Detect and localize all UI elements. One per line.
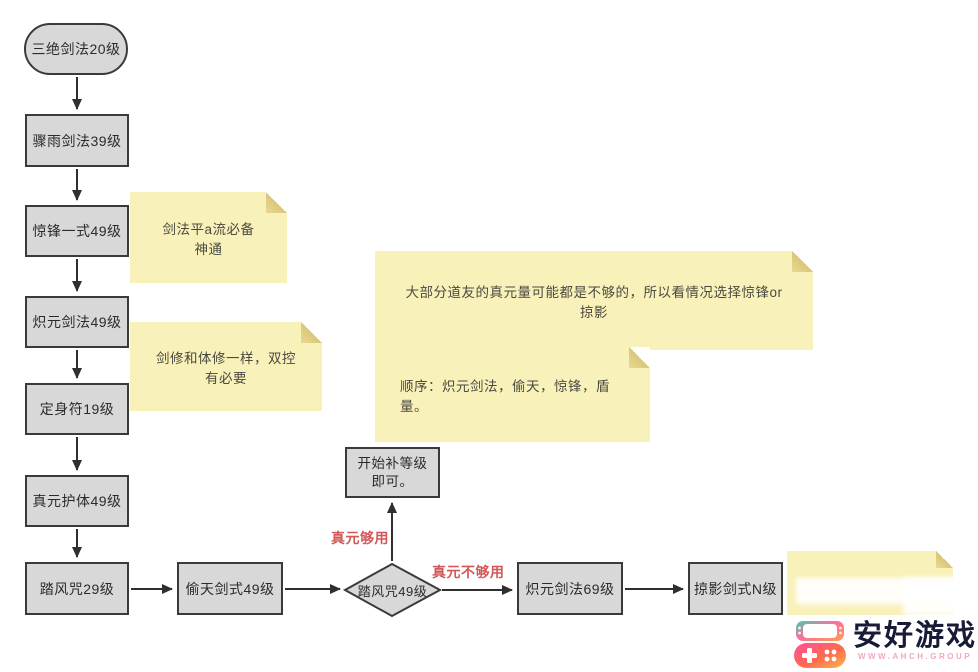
node-label: 三绝剑法20级 [31,41,121,57]
note-text: 剑法平a流必备神通 [162,221,255,257]
watermark-title: 安好游戏 [853,620,978,652]
edge-label-not-enough: 真元不够用 [432,564,505,580]
note-text: 剑修和体修一样，双控有必要 [156,350,296,386]
node-chiyuan-jianfa-49: 炽元剑法49级 [25,296,129,348]
node-label: 定身符19级 [39,401,115,417]
note-dual-control: 剑修和体修一样，双控有必要 [130,322,322,411]
node-dingshenfu: 定身符19级 [25,383,129,435]
note-fold-icon [266,192,287,213]
node-tafengzhou-49-label: 踏风咒49级 [345,564,440,616]
node-label: 真元护体49级 [32,493,122,509]
node-toutian-jianshi: 偷天剑式49级 [177,562,283,615]
note-text: 大部分道友的真元量可能都是不够的，所以看情况选择惊锋or掠影 [405,284,783,320]
note-fold-icon [629,347,650,368]
note-sword-basic: 剑法平a流必备神通 [130,192,287,283]
erased-band [903,578,978,616]
note-fold-icon [301,322,322,343]
decision-diamond [342,562,443,618]
note-text: 顺序：炽元剑法，偷天，惊锋，盾量。 [400,378,610,414]
gamepad-icon [794,621,846,668]
node-label: 掠影剑式N级 [693,580,778,597]
note-fold-icon [936,551,953,568]
node-label: 惊锋一式49级 [32,223,122,239]
node-label: 踏风咒29级 [39,580,115,597]
node-label: 骤雨剑法39级 [32,132,122,149]
edge-label-enough: 真元够用 [331,530,389,546]
node-label: 开始补等级 即可。 [357,455,428,489]
node-label: 炽元剑法49级 [32,314,122,330]
note-zhenyuan-advice: 大部分道友的真元量可能都是不够的，所以看情况选择惊锋or掠影 [375,251,813,350]
node-jingfeng-yishi: 惊锋一式49级 [25,205,129,257]
watermark-subtitle: WWW.AHCH.GROUP [857,652,973,662]
watermark-logo: 安好游戏 WWW.AHCH.GROUP [794,621,977,668]
node-label: 炽元剑法69级 [525,580,615,597]
note-order: 顺序：炽元剑法，偷天，惊锋，盾量。 [375,347,650,442]
flow-arrows [72,77,684,595]
node-label: 偷天剑式49级 [185,580,275,597]
node-zhouyu-jianfa: 骤雨剑法39级 [25,114,129,167]
node-lueying-jianshi: 掠影剑式N级 [688,562,783,615]
node-kaishi-budengji: 开始补等级 即可。 [345,447,440,498]
note-fold-icon [792,251,813,272]
node-tafengzhou-29: 踏风咒29级 [25,562,129,615]
node-zhenyuan-huti: 真元护体49级 [25,475,129,527]
node-chiyuan-jianfa-69: 炽元剑法69级 [517,562,623,615]
node-label: 踏风咒49级 [357,583,428,599]
node-sanjue-jianfa: 三绝剑法20级 [24,23,128,75]
